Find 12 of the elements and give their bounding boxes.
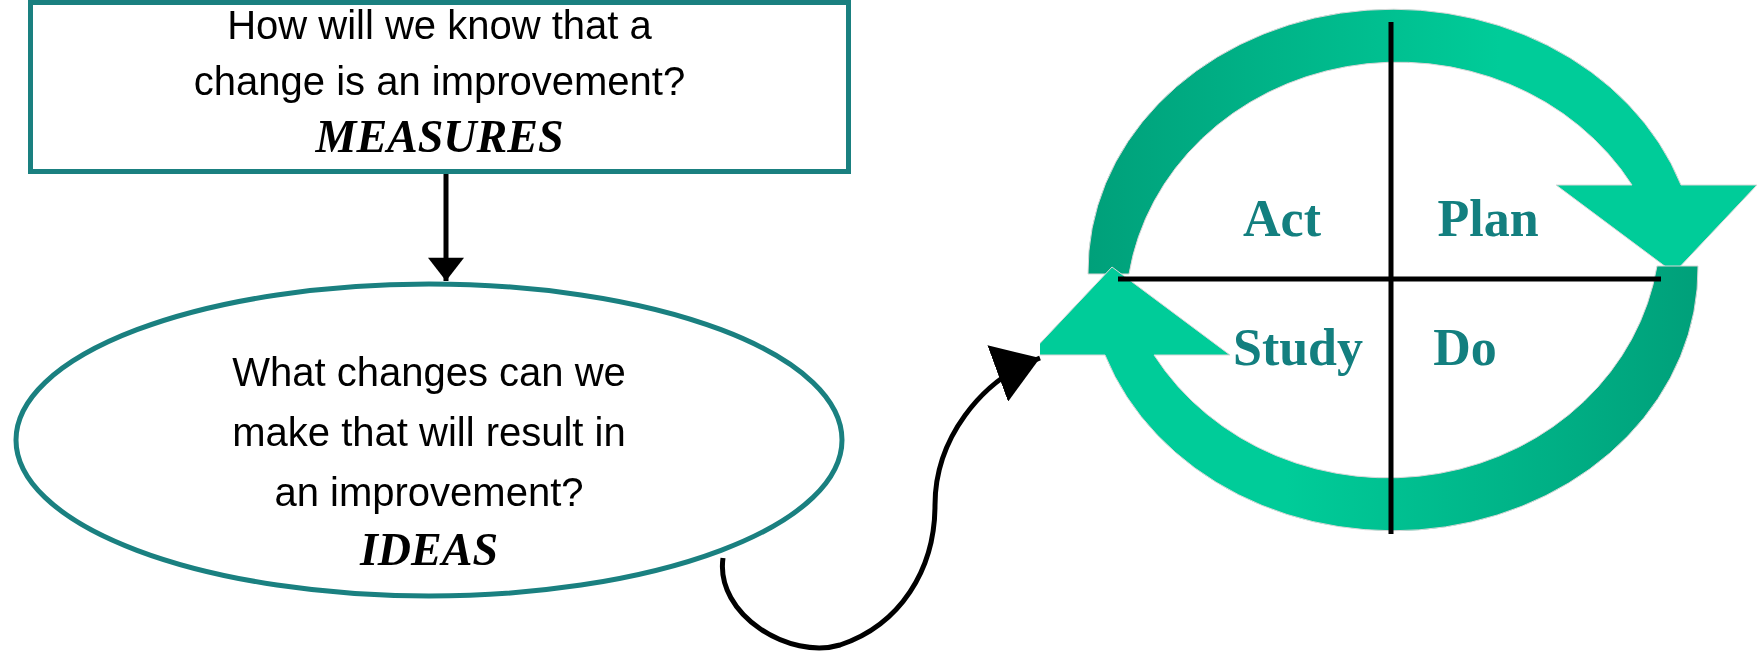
keyword-text: MEASURES <box>315 110 564 164</box>
question-text: How will we know that a change is an improvement? <box>192 2 687 105</box>
idea-ellipse <box>13 281 845 599</box>
question-text: What changes can we make that will result in an improvement? <box>231 349 627 516</box>
quadrant-label: Act <box>1243 191 1321 247</box>
question-box <box>28 0 851 174</box>
quadrant-label: Do <box>1433 320 1497 376</box>
arrow <box>428 174 464 281</box>
arrow <box>720 348 1041 651</box>
keyword-text: IDEAS <box>359 523 499 577</box>
quadrant-label: Study <box>1232 320 1364 376</box>
quadrant-label: Plan <box>1437 191 1539 247</box>
